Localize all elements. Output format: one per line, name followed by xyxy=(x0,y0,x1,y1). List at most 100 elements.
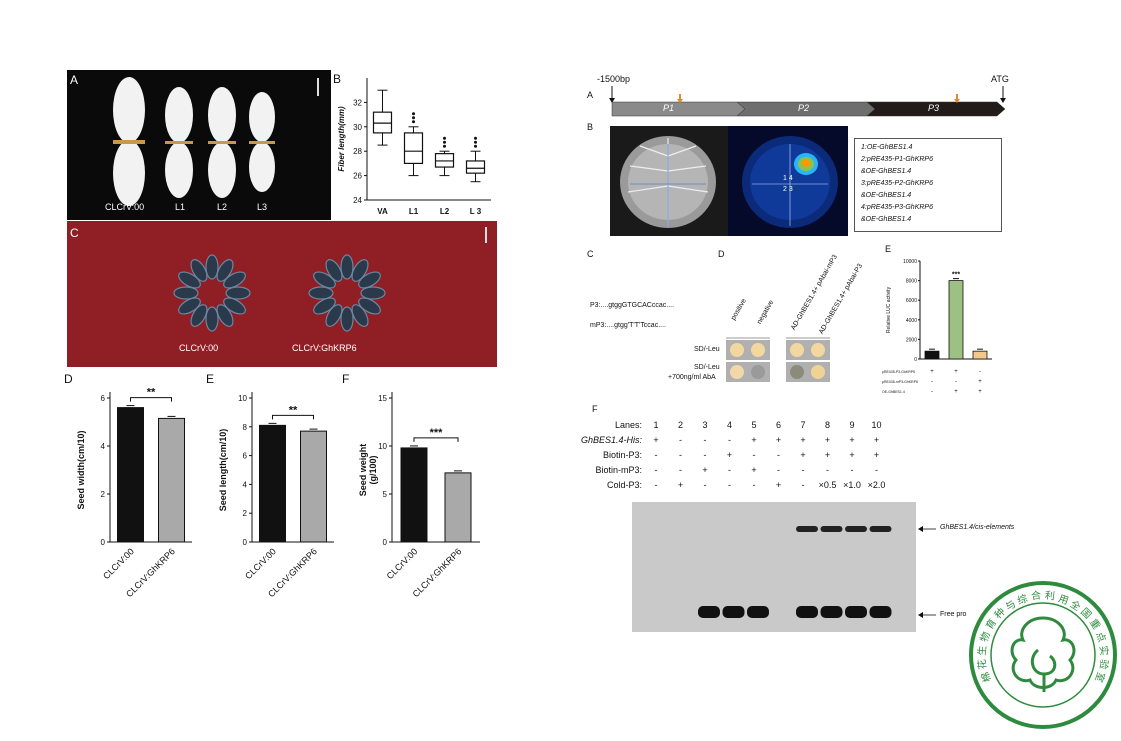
emsa-cell: + xyxy=(849,435,855,445)
emsa-row-label: Lanes: xyxy=(614,420,642,430)
emsa-row-label: Cold-P3: xyxy=(606,480,642,490)
emsa-cell: 8 xyxy=(824,420,830,430)
emsa-cell: + xyxy=(800,435,806,445)
gel-band-free xyxy=(722,606,745,618)
emsa-cell: - xyxy=(801,465,805,475)
gel-band-free xyxy=(820,606,843,618)
emsa-cell: ×2.0 xyxy=(867,480,886,490)
left-panel-c-letter: C xyxy=(70,226,79,240)
emsa-cell: - xyxy=(728,480,731,490)
seed xyxy=(178,297,201,315)
left-panel-a-letter: A xyxy=(70,73,79,87)
row-label-sd-leu: SD/-Leu xyxy=(694,346,720,353)
luc-y-tick-label: 6000 xyxy=(906,298,917,304)
seed xyxy=(223,271,246,289)
leaf-brightfield-image xyxy=(610,126,728,236)
lab-seal-logo: 棉花生物育种与综合利用全国重点实验室 xyxy=(968,580,1118,730)
seal-char: 棉 xyxy=(979,670,994,684)
emsa-row-label: Biotin-mP3: xyxy=(595,465,642,475)
emsa-gel xyxy=(632,502,916,632)
emsa-cell: 6 xyxy=(775,420,781,430)
sig-stars: *** xyxy=(430,427,444,439)
emsa-cell: + xyxy=(775,480,782,490)
seal-char: 室 xyxy=(1092,670,1107,684)
quadrant-top-label: 1 4 xyxy=(783,175,793,182)
bar-y-tick-label: 10 xyxy=(238,394,247,403)
bar-y-tick-label: 0 xyxy=(243,538,248,547)
box-y-label: Fiber length(mm) xyxy=(337,106,346,172)
band-complex-label: GhBES1.4/cis-elements xyxy=(940,524,1015,531)
seed xyxy=(325,304,343,327)
panel-a-label-1: CLCrV:00 xyxy=(105,202,145,212)
luc-sig-stars: *** xyxy=(952,272,960,279)
sig-stars: ** xyxy=(289,404,298,416)
cotton-seal-icon xyxy=(969,581,1117,729)
row-label-aba: +700ng/ml AbA xyxy=(668,374,716,381)
box-outlier xyxy=(443,144,446,148)
p3-sequence: P3:....gtggGTGCACccac.... xyxy=(590,302,675,309)
luc-bar xyxy=(972,350,988,360)
seed xyxy=(358,297,381,315)
emsa-cell: - xyxy=(654,450,658,460)
luc-sign: - xyxy=(931,389,933,395)
left-panel-d-letter: D xyxy=(64,372,73,386)
luc-y-label: Relative LUC activity xyxy=(886,286,892,333)
emsa-cell: + xyxy=(751,435,757,445)
emsa-cell: 1 xyxy=(653,420,659,430)
emsa-cell: + xyxy=(824,435,831,445)
bar xyxy=(158,417,185,543)
bar-y-label-2: (g/100) xyxy=(368,455,378,484)
seal-char: 重 xyxy=(1086,617,1102,633)
y1h-panel: positive negative AD-GhBES1.4+ pAbai-mP3… xyxy=(668,254,864,386)
bar-y-label: Seed width(cm/10) xyxy=(76,430,86,509)
box-rect xyxy=(403,132,424,165)
seal-text: 棉花生物育种与综合利用全国重点实验室 xyxy=(968,580,1118,730)
bar-y-tick-label: 2 xyxy=(101,490,106,499)
emsa-cell: - xyxy=(875,465,878,475)
seal-char: 用 xyxy=(1056,593,1070,607)
emsa-cell: 10 xyxy=(871,420,882,430)
emsa-row-label: GhBES1.4-His: xyxy=(580,435,642,445)
luc-sign: + xyxy=(978,379,982,385)
emsa-cell: 2 xyxy=(677,420,683,430)
seal-char: 综 xyxy=(1016,593,1030,607)
left-panel-e-letter: E xyxy=(206,372,215,386)
emsa-cell: ×1.0 xyxy=(843,480,861,490)
seed xyxy=(205,306,219,332)
legend-line: 4:pRE435-P3-GhKRP6 xyxy=(861,204,933,211)
panel-a-label-4: L3 xyxy=(257,202,268,212)
emsa-cell: - xyxy=(703,435,707,445)
bar-x-label: CLCrV:00 xyxy=(101,546,136,581)
right-panel-a-letter: A xyxy=(587,90,594,100)
emsa-cell: + xyxy=(677,480,684,490)
gel-band-free xyxy=(698,606,720,618)
emsa-cell: 3 xyxy=(702,420,708,430)
emsa-cell: + xyxy=(653,435,659,445)
bar-y-tick-label: 6 xyxy=(101,394,106,403)
box-outlier xyxy=(412,112,415,116)
emsa-cell: - xyxy=(752,450,756,460)
emsa-cell: - xyxy=(777,465,780,475)
bar-y-tick-label: 15 xyxy=(378,394,387,403)
emsa-cell: 7 xyxy=(800,420,806,430)
bar-y-label: Seed length(cm/10) xyxy=(218,429,228,512)
left-panel-b-letter: B xyxy=(333,72,342,86)
right-panel-e-letter: E xyxy=(885,244,892,254)
emsa-cell: 5 xyxy=(751,420,757,430)
box-outlier xyxy=(474,144,477,148)
luc-sign: + xyxy=(930,369,934,375)
luc-sign: - xyxy=(955,379,957,385)
emsa-cell: - xyxy=(679,465,682,475)
bar-y-label: Seed weight xyxy=(358,444,368,497)
luc-y-tick-label: 8000 xyxy=(906,279,917,285)
box-y-tick-label: 24 xyxy=(353,196,362,205)
right-panel-d-letter: D xyxy=(718,249,725,259)
box-outlier xyxy=(443,136,446,140)
gel-band-free xyxy=(845,606,867,618)
